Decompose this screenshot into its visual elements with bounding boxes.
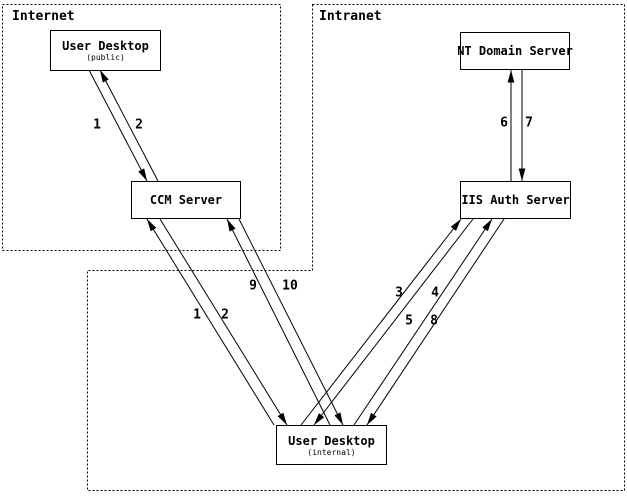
internet-zone-label: Internet [12,9,75,24]
intranet-zone-border [87,4,625,491]
flow-label-1-public: 1 [93,117,101,133]
flow-label-1-internal: 1 [193,307,201,323]
arrow-9-internal-desktop-to-ccm [226,218,331,426]
arrow-4-iis-to-internal-desktop [313,218,474,426]
flow-label-3: 3 [395,285,403,301]
node-ccm-server: CCM Server [131,181,241,219]
flow-label-9: 9 [249,278,257,294]
flow-label-2-internal: 2 [221,307,229,323]
arrow-10-ccm-to-internal-desktop [238,218,344,426]
flow-label-7: 7 [525,115,533,131]
arrow-2-ccm-to-public-desktop [99,69,159,182]
node-user-desktop-public: User Desktop (public) [50,30,161,71]
flow-label-10: 10 [282,278,298,294]
arrow-3-internal-desktop-to-iis [300,218,462,426]
node-title: NT Domain Server [457,44,573,58]
node-nt-domain-server: NT Domain Server [457,32,573,70]
node-iis-auth-server: IIS Auth Server [460,181,571,219]
node-title: CCM Server [149,193,223,207]
internet-zone-border [2,4,281,251]
node-title: User Desktop [288,433,375,448]
node-user-desktop-internal: User Desktop (internal) [276,425,387,465]
arrow-2-ccm-to-internal-desktop [159,218,288,426]
node-title: IIS Auth Server [461,193,570,207]
flow-label-2-public: 2 [135,117,143,133]
arrow-8-iis-to-internal-desktop [366,218,505,426]
arrow-1-internal-desktop-to-ccm [146,218,275,426]
flow-label-6: 6 [500,115,508,131]
flow-label-8: 8 [430,313,438,329]
node-title: User Desktop [62,39,149,53]
arrow-5-internal-desktop-to-iis [353,218,493,426]
flow-label-5: 5 [405,313,413,329]
arrow-1-public-desktop-to-ccm [88,69,148,182]
flow-label-4: 4 [431,285,439,301]
intranet-zone-label: Intranet [319,9,382,24]
node-subtitle: (internal) [307,447,356,457]
node-subtitle: (public) [86,53,125,62]
